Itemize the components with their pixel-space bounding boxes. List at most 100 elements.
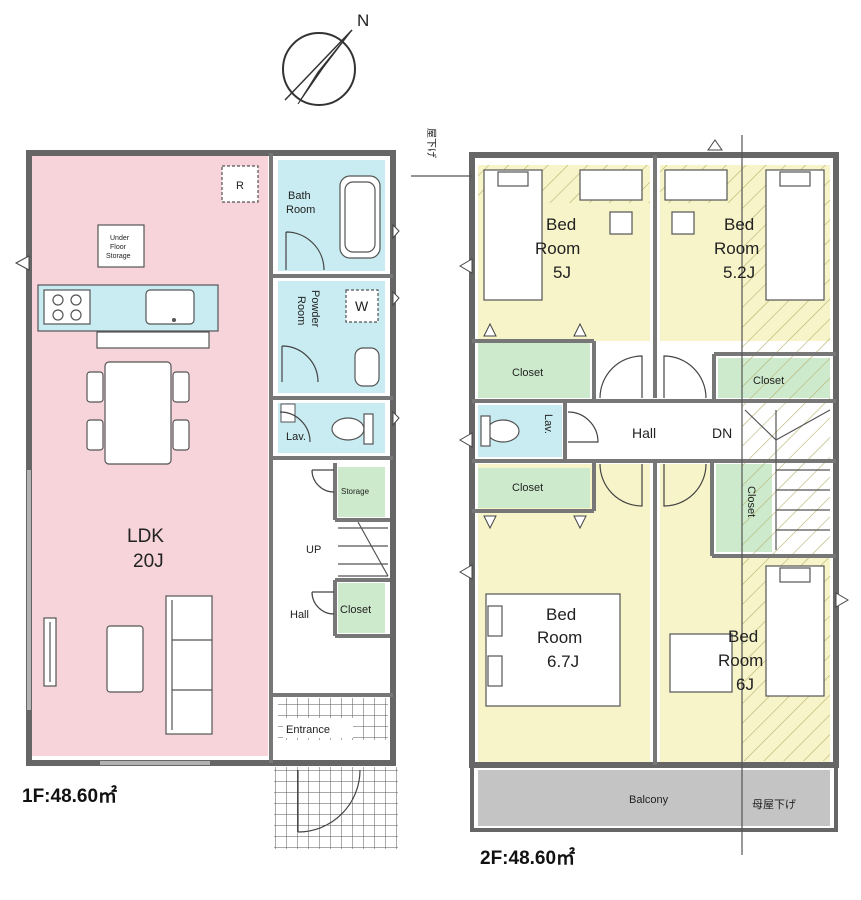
stairs-2f xyxy=(744,409,831,550)
ceiling-note-label: 屋下げ xyxy=(425,128,437,158)
compass-circle xyxy=(282,32,356,106)
chair-icon xyxy=(172,371,190,403)
bathtub-inner xyxy=(344,181,376,253)
pillow-icon xyxy=(487,655,503,687)
closet-area-1f[interactable] xyxy=(338,583,385,633)
door-storage[interactable] xyxy=(311,469,335,493)
door-closet-1f[interactable] xyxy=(311,591,335,615)
closet-b-label: Closet xyxy=(753,375,784,387)
vent-marker-icon xyxy=(459,258,473,274)
bed-2-size: 5.2J xyxy=(723,263,755,282)
stairs-1f xyxy=(338,521,389,577)
desk-2 xyxy=(664,169,728,201)
closet-label-1f: Closet xyxy=(340,604,371,616)
coffee-table xyxy=(106,625,144,693)
bed-4-label-1: Bed xyxy=(728,627,758,646)
bed-1-label-1: Bed xyxy=(546,215,576,234)
lav-label-1f: Lav. xyxy=(286,431,306,443)
vent-marker-icon xyxy=(392,410,400,427)
burner-icon xyxy=(70,294,82,306)
closet-d-label: Closet xyxy=(745,486,757,517)
door-lav-2f[interactable] xyxy=(567,411,599,443)
desk-4 xyxy=(669,633,733,693)
chair-icon xyxy=(86,371,104,403)
vent-marker-icon xyxy=(573,322,587,337)
ldk-label: LDK xyxy=(127,526,164,547)
door-bed-2[interactable] xyxy=(663,355,707,399)
stove-icon xyxy=(43,289,91,325)
closet-c-area[interactable] xyxy=(478,468,590,508)
sink-drain-icon xyxy=(172,318,176,322)
burner-icon xyxy=(52,309,64,321)
ldk-size: 20J xyxy=(133,551,164,572)
bed-2-label-1: Bed xyxy=(724,215,754,234)
bed-2 xyxy=(765,169,825,301)
sofa xyxy=(165,595,213,735)
pillow-icon xyxy=(487,605,503,637)
refrigerator-icon xyxy=(221,165,259,203)
hall-label-1f: Hall xyxy=(290,609,309,621)
floor2-area-label: 2F:48.60㎡ xyxy=(480,846,575,869)
toilet-icon-1f xyxy=(331,417,365,441)
under-floor-label-3: Storage xyxy=(106,253,131,260)
bed-4-size: 6J xyxy=(736,675,754,694)
toilet-tank-icon xyxy=(480,415,491,447)
balcony-area[interactable] xyxy=(478,770,830,826)
bathtub-icon xyxy=(339,175,381,259)
bed-1-size: 5J xyxy=(553,263,571,282)
door-bed-4[interactable] xyxy=(663,463,707,507)
dn-label: DN xyxy=(712,425,732,441)
vent-marker-icon xyxy=(835,592,849,608)
closet-a-label: Closet xyxy=(512,367,543,379)
washer-icon xyxy=(345,289,379,323)
entrance-label-bg xyxy=(283,718,353,738)
north-label: N xyxy=(357,11,369,30)
chair-icon xyxy=(671,211,695,235)
under-floor-storage-icon xyxy=(97,224,145,268)
toilet-tank-icon xyxy=(363,413,374,445)
basin-icon xyxy=(354,347,380,387)
dining-table xyxy=(104,361,172,465)
compass-axis xyxy=(284,29,353,101)
ceiling-note-2-label: 母屋下げ xyxy=(752,798,796,811)
under-floor-label-1: Under xyxy=(110,235,130,242)
desk-1 xyxy=(579,169,643,201)
storage-label-1f: Storage xyxy=(341,487,370,496)
vent-marker-icon xyxy=(392,290,400,307)
counter-partition xyxy=(96,331,210,349)
burner-icon xyxy=(52,294,64,306)
compass-needle-icon xyxy=(297,29,353,105)
door-entrance[interactable] xyxy=(297,769,361,833)
compass: N xyxy=(282,11,369,106)
refrigerator-label: R xyxy=(236,180,244,192)
powder-label-1: Powder xyxy=(309,290,321,328)
door-bed-1[interactable] xyxy=(599,355,643,399)
up-label: UP xyxy=(306,544,321,556)
washer-label: W xyxy=(355,298,369,314)
bed-4 xyxy=(765,565,825,697)
door-bed-3[interactable] xyxy=(599,463,643,507)
bed-2-label-2: Room xyxy=(714,239,759,258)
door-bath[interactable] xyxy=(285,231,325,271)
vent-marker-icon xyxy=(459,432,473,448)
vent-marker-icon xyxy=(14,255,30,271)
lav-label-2f: Lav. xyxy=(542,414,554,434)
balcony-label: Balcony xyxy=(629,794,669,806)
door-powder[interactable] xyxy=(281,345,319,383)
bed-1 xyxy=(483,169,543,301)
bed-1-label-2: Room xyxy=(535,239,580,258)
hall-label-2f: Hall xyxy=(632,425,656,441)
bed-3-label-1: Bed xyxy=(546,605,576,624)
closet-a-area[interactable] xyxy=(478,343,590,398)
closet-c-label: Closet xyxy=(512,482,543,494)
bath-label-2: Room xyxy=(286,204,315,216)
entrance-label: Entrance xyxy=(286,724,330,736)
door-lav[interactable] xyxy=(279,411,311,443)
toilet-icon-2f xyxy=(486,419,520,443)
floor-2: 屋下げ Bed Room 5J Bed Room 5.2J Bed Room 6… xyxy=(411,128,849,869)
bath-label-1: Bath xyxy=(288,190,311,202)
hall-area-1f[interactable] xyxy=(278,463,338,693)
storage-area-1f[interactable] xyxy=(338,467,385,517)
under-floor-label-2: Floor xyxy=(110,244,127,251)
